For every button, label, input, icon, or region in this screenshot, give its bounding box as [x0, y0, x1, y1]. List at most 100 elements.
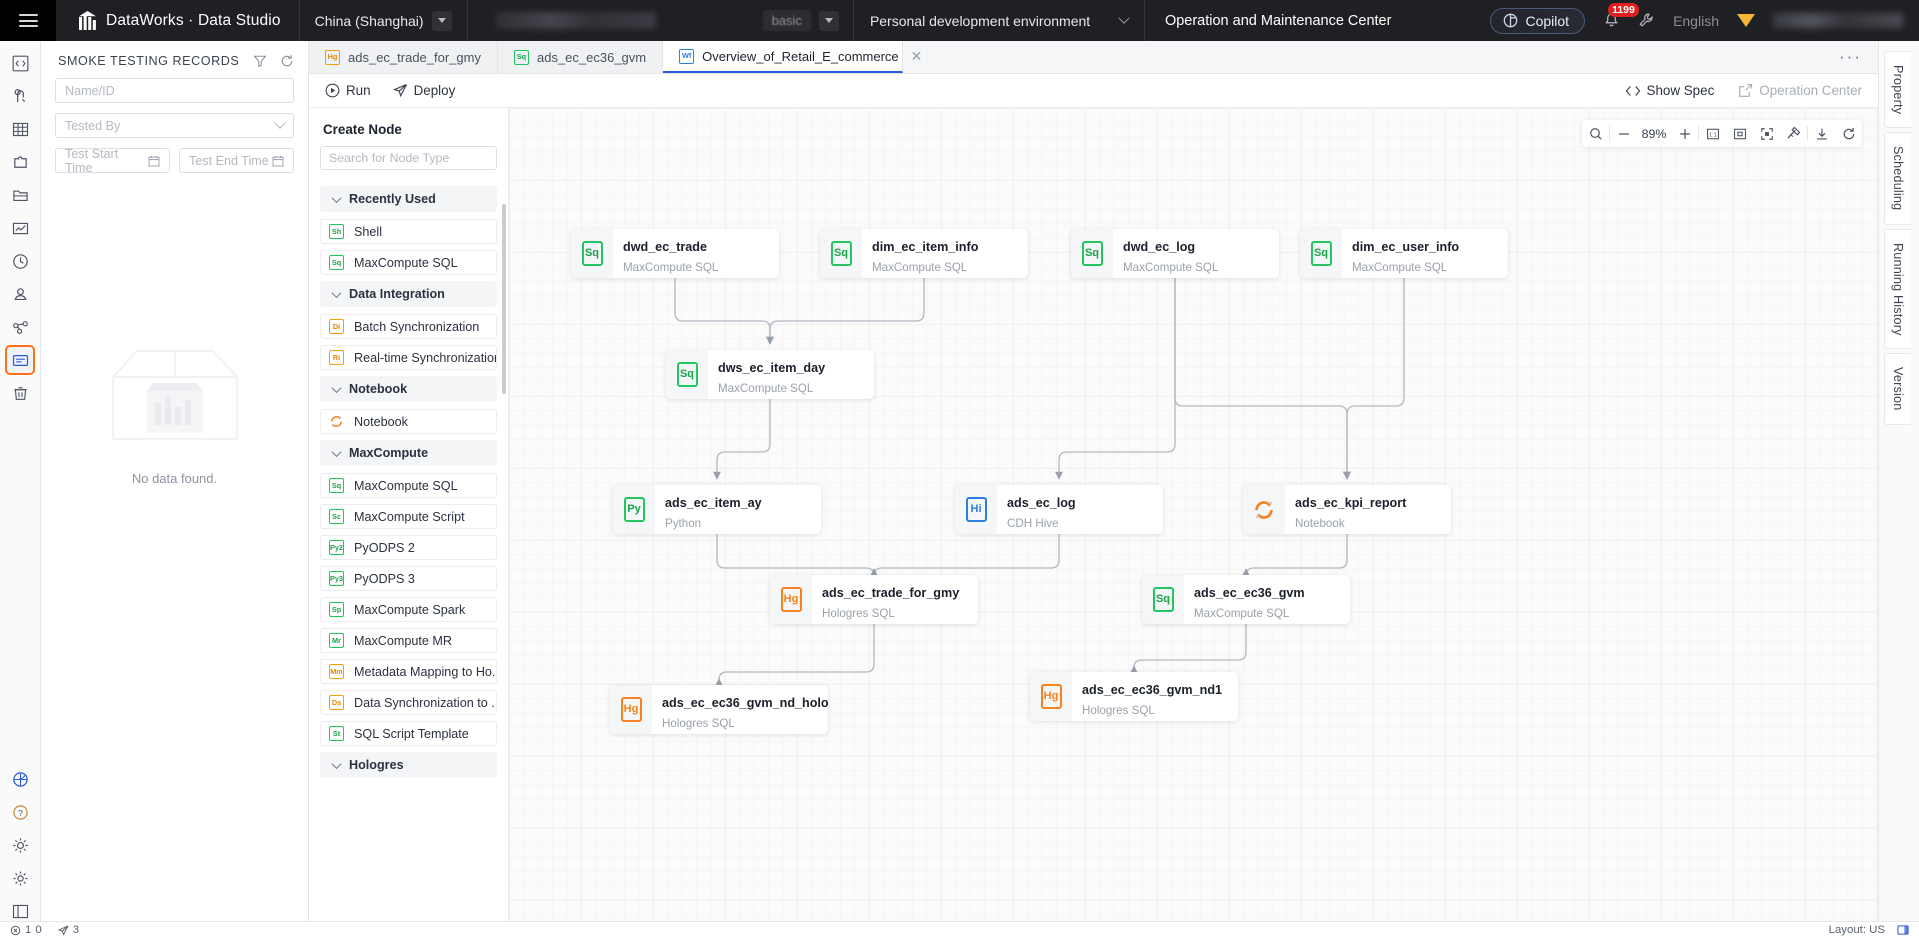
fullscreen-icon[interactable]	[1753, 120, 1780, 147]
error-count-item[interactable]: 1 0	[10, 924, 42, 936]
tab-label: Overview_of_Retail_E_commerce	[702, 48, 899, 64]
copilot-button[interactable]: Copilot	[1490, 7, 1586, 34]
node-type-notebook[interactable]: Notebook	[320, 409, 497, 434]
node-type-search-input[interactable]: Search for Node Type	[320, 146, 497, 170]
theme-icon[interactable]	[7, 832, 33, 858]
smoke-end-time-placeholder: Test End Time	[189, 153, 269, 168]
node-group-data-integration[interactable]: Data Integration	[320, 281, 497, 307]
tab-ads_ec_ec36_gvm[interactable]: Sq ads_ec_ec36_gvm	[497, 41, 664, 73]
main-menu-button[interactable]	[0, 0, 56, 41]
smoke-start-time-input[interactable]: Test Start Time	[55, 147, 170, 175]
chart-icon[interactable]	[7, 215, 33, 241]
lineage-icon[interactable]	[7, 83, 33, 109]
close-icon[interactable]: ✕	[910, 47, 923, 64]
node-group-hologres[interactable]: Hologres	[320, 752, 497, 778]
brand-logo[interactable]: DataWorks · Data Studio	[56, 0, 300, 41]
info-count-item[interactable]: 3	[57, 924, 79, 936]
node-group-maxcompute[interactable]: MaxCompute	[320, 440, 497, 466]
settings-icon[interactable]	[7, 865, 33, 891]
smoke-name-id-input[interactable]: Name/ID	[55, 78, 294, 103]
environment-selector[interactable]: Personal development environment	[852, 0, 1145, 41]
region-selector[interactable]: China (Shanghai)	[300, 0, 468, 41]
right-tab-property[interactable]: Property	[1884, 51, 1911, 129]
zoom-out-icon[interactable]	[1610, 120, 1637, 147]
right-tab-scheduling[interactable]: Scheduling	[1884, 132, 1911, 225]
globe-icon[interactable]	[7, 766, 33, 792]
node-type-label: CDH Hive	[1007, 516, 1059, 530]
language-selector[interactable]: English	[1673, 12, 1719, 29]
panel-icon[interactable]	[1897, 924, 1909, 936]
auto-layout-icon[interactable]	[1780, 120, 1807, 147]
refresh-icon[interactable]	[280, 54, 294, 68]
flow-icon[interactable]	[7, 314, 33, 340]
refresh-icon[interactable]	[1835, 120, 1862, 147]
fit-screen-icon[interactable]	[1726, 120, 1753, 147]
show-spec-button[interactable]: Show Spec	[1625, 83, 1714, 98]
node-group-notebook[interactable]: Notebook	[320, 376, 497, 402]
run-button[interactable]: Run	[325, 83, 371, 98]
tier-chevron-down-icon[interactable]	[818, 10, 839, 31]
ellipsis-icon[interactable]: ···	[1839, 47, 1862, 66]
code-icon[interactable]	[7, 50, 33, 76]
smoke-tested-by-select[interactable]: Tested By	[55, 113, 294, 138]
node-type-label: MaxCompute Spark	[354, 602, 466, 617]
smoke-test-icon[interactable]	[5, 345, 35, 375]
smoke-end-time-input[interactable]: Test End Time	[179, 148, 294, 173]
layout-label[interactable]: Layout: US	[1828, 924, 1885, 936]
wrench-icon[interactable]	[1638, 12, 1655, 29]
actual-size-icon[interactable]: 1:1	[1699, 120, 1726, 147]
table-icon[interactable]	[7, 116, 33, 142]
user-icon[interactable]	[7, 281, 33, 307]
clock-icon[interactable]	[7, 248, 33, 274]
search-icon[interactable]	[1582, 120, 1609, 147]
deploy-label: Deploy	[413, 83, 456, 98]
panel-toggle-icon[interactable]	[7, 898, 33, 924]
operation-center-button[interactable]: Operation Center	[1738, 83, 1862, 98]
right-tab-running-history[interactable]: Running History	[1884, 228, 1911, 350]
notifications-button[interactable]: 1199	[1603, 3, 1639, 29]
download-icon[interactable]	[1808, 120, 1835, 147]
tab-overview-of-retail-e-commerce[interactable]: Wf Overview_of_Retail_E_commerce ✕	[663, 41, 922, 73]
right-tab-version[interactable]: Version	[1884, 353, 1911, 425]
node-group-recently-used[interactable]: Recently Used	[320, 186, 497, 212]
help-icon[interactable]: ?	[7, 799, 33, 825]
zoom-in-icon[interactable]	[1671, 120, 1698, 147]
folder-icon[interactable]	[7, 182, 33, 208]
puzzle-icon[interactable]	[7, 149, 33, 175]
operation-maintenance-center-link[interactable]: Operation and Maintenance Center	[1164, 12, 1392, 29]
workflow-canvas[interactable]: 89% 1:1	[509, 108, 1878, 921]
deploy-button[interactable]: Deploy	[392, 83, 456, 98]
error-icon	[10, 925, 21, 936]
funnel-icon[interactable]	[253, 54, 267, 68]
trash-icon[interactable]	[7, 380, 33, 406]
tab-ads_ec_trade_for_gmy[interactable]: Hg ads_ec_trade_for_gmy	[309, 41, 498, 73]
node-list-scrollbar[interactable]	[502, 204, 506, 394]
workspace-tier-group[interactable]: basic	[762, 10, 853, 31]
